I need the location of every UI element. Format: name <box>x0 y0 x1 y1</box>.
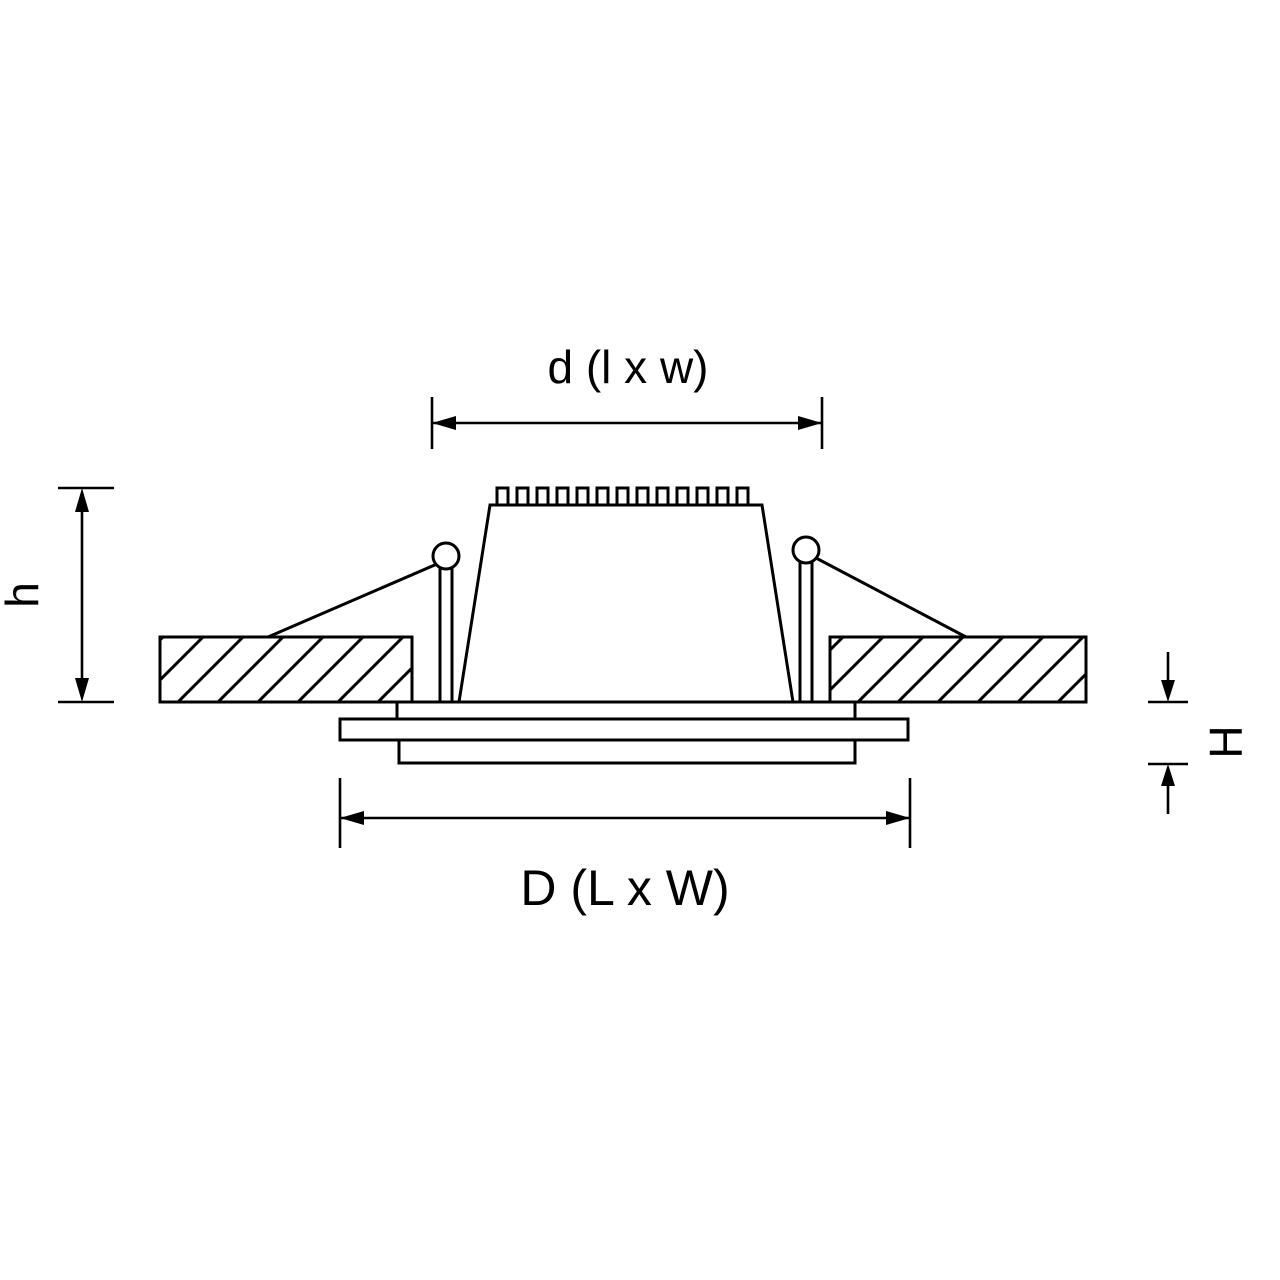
spring-clip-right <box>791 535 967 704</box>
spring-post-right <box>798 560 814 704</box>
arrow-right-icon <box>886 811 910 825</box>
lamp-body <box>457 486 795 704</box>
arrow-left-icon <box>432 416 456 430</box>
arrow-up-icon <box>1161 764 1175 786</box>
spring-arm-right <box>815 556 967 639</box>
trim-flange <box>338 700 910 765</box>
bottom-dimension: D (L x W) <box>338 778 912 916</box>
spring-pivot-right <box>791 535 821 565</box>
arrow-down-icon <box>1161 680 1175 702</box>
spring-arm-left <box>267 562 438 639</box>
flange-lower-plate <box>397 738 857 765</box>
flange-wide-ring <box>338 717 910 742</box>
arrow-left-icon <box>340 811 364 825</box>
flange-upper-plate <box>395 700 857 721</box>
arrow-up-icon <box>75 488 89 512</box>
arrow-right-icon <box>798 416 822 430</box>
right-dimension-label: H <box>1200 725 1252 758</box>
heatsink-fins <box>492 486 762 507</box>
ceiling-section-right <box>828 635 1088 704</box>
bottom-dimension-label: D (L x W) <box>520 860 729 916</box>
top-dimension: d (l x w) <box>430 341 824 449</box>
spring-post-left <box>438 566 454 704</box>
arrow-down-icon <box>75 678 89 702</box>
left-dimension: h <box>0 486 114 704</box>
spring-pivot-left <box>431 541 461 571</box>
right-dimension: H <box>1148 652 1252 814</box>
top-dimension-label: d (l x w) <box>548 341 709 393</box>
left-dimension-label: h <box>0 582 48 608</box>
lamp-housing <box>457 503 795 704</box>
ceiling-section-left <box>158 635 414 704</box>
